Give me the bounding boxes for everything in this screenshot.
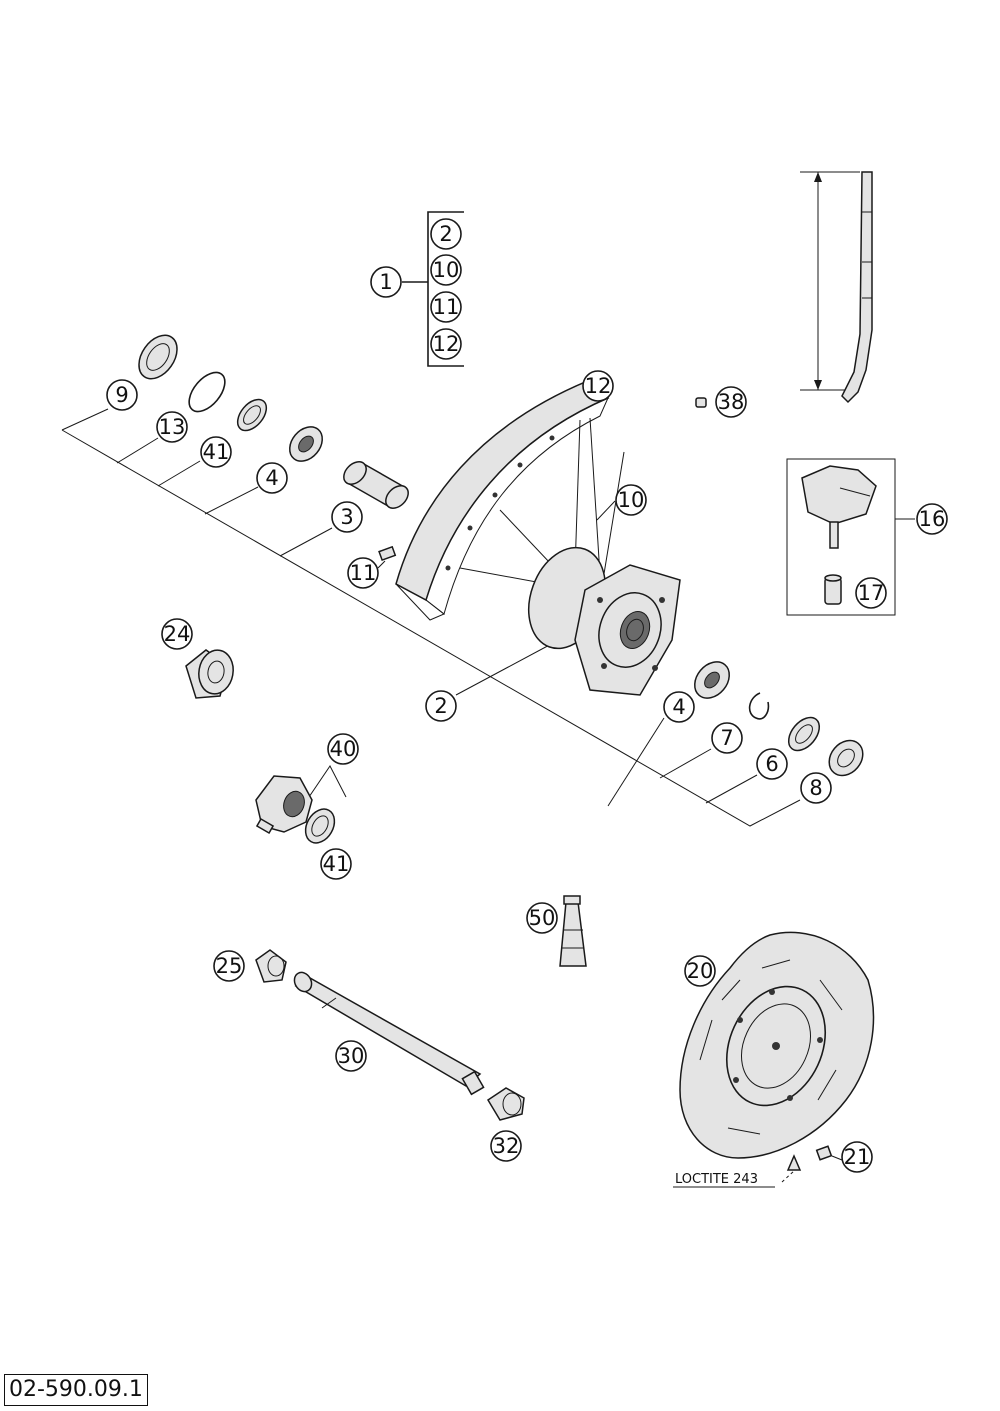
callout-10: 10: [615, 484, 647, 516]
document-number: 02-590.09.1: [4, 1374, 148, 1406]
svg-text:12: 12: [433, 332, 460, 356]
callout-40: 40: [327, 733, 359, 765]
callout-7: 7: [711, 722, 743, 754]
part-17-cap: [824, 574, 842, 605]
assembly-bracket: [402, 211, 464, 367]
svg-text:4: 4: [265, 466, 278, 490]
svg-text:3: 3: [340, 505, 353, 529]
part-4-bearing-lower: [694, 661, 730, 699]
callout-kit-12: 12: [430, 328, 462, 360]
callout-30: 30: [335, 1040, 367, 1072]
svg-text:1: 1: [379, 270, 392, 294]
part-3-spacer-sleeve: [343, 461, 409, 509]
loctite-note: LOCTITE 243: [675, 1172, 758, 1187]
part-2-hub: [528, 546, 681, 696]
svg-text:12: 12: [585, 374, 612, 398]
callout-4-upper: 4: [256, 462, 288, 494]
part-40-speedo-drive: [255, 775, 313, 834]
callout-41-upper: 41: [200, 436, 232, 468]
svg-text:9: 9: [115, 383, 128, 407]
callout-8: 8: [800, 772, 832, 804]
svg-text:16: 16: [919, 507, 946, 531]
callout-13: 13: [156, 411, 188, 443]
callout-16: 16: [916, 503, 948, 535]
part-9-seal: [138, 334, 178, 380]
svg-text:25: 25: [216, 954, 243, 978]
svg-text:8: 8: [809, 776, 822, 800]
callout-1: 1: [370, 266, 402, 298]
callout-38: 38: [715, 386, 747, 418]
part-25-axle-nut: [255, 949, 287, 983]
part-16-valve: [801, 465, 877, 549]
svg-text:30: 30: [338, 1044, 365, 1068]
svg-text:11: 11: [350, 561, 377, 585]
callout-2: 2: [425, 690, 457, 722]
svg-text:41: 41: [323, 852, 350, 876]
svg-text:11: 11: [433, 295, 460, 319]
callout-41-lower: 41: [320, 848, 352, 880]
callout-kit-10: 10: [430, 254, 462, 286]
part-24-spacer: [185, 649, 234, 699]
part-20-brake-disc: [679, 931, 875, 1159]
part-10-spokes: [459, 417, 625, 601]
callout-9: 9: [106, 379, 138, 411]
svg-text:13: 13: [159, 415, 186, 439]
part-30-axle: [293, 971, 485, 1096]
callout-kit-11: 11: [430, 291, 462, 323]
callout-6: 6: [756, 748, 788, 780]
part-11-nipple: [378, 545, 397, 562]
part-6-seal: [787, 716, 821, 752]
svg-text:17: 17: [858, 581, 885, 605]
svg-text:32: 32: [493, 1134, 520, 1158]
svg-text:41: 41: [203, 440, 230, 464]
svg-text:6: 6: [765, 752, 778, 776]
part-32-collar-nut: [486, 1087, 525, 1121]
svg-text:4: 4: [672, 695, 685, 719]
svg-text:2: 2: [439, 222, 452, 246]
svg-text:7: 7: [720, 726, 733, 750]
svg-text:50: 50: [529, 906, 556, 930]
callout-11: 11: [347, 557, 379, 589]
part-41-circlip: [236, 398, 268, 432]
part-38-nipple: [695, 397, 707, 408]
callout-21: 21: [841, 1141, 873, 1173]
part-8-spacer: [828, 739, 864, 777]
part-4-bearing-upper: [288, 426, 324, 462]
callout-20: 20: [684, 955, 716, 987]
callout-3: 3: [331, 501, 363, 533]
callout-kit-2: 2: [430, 218, 462, 250]
callout-12: 12: [582, 370, 614, 402]
svg-text:38: 38: [718, 390, 745, 414]
callout-24: 24: [161, 618, 193, 650]
part-21-disc-screw: [786, 1145, 843, 1171]
spoke-length-reference: [841, 171, 873, 404]
part-50-loctite-tube: [559, 895, 587, 967]
part-7-circlip: [748, 692, 770, 720]
part-41-circlip-lower: [304, 808, 336, 844]
callout-17: 17: [855, 577, 887, 609]
callout-32: 32: [490, 1130, 522, 1162]
svg-text:20: 20: [687, 959, 714, 983]
callout-25: 25: [213, 950, 245, 982]
callout-50: 50: [526, 902, 558, 934]
svg-text:21: 21: [844, 1145, 871, 1169]
part-13-ring: [188, 371, 226, 413]
svg-text:10: 10: [433, 258, 460, 282]
svg-text:10: 10: [618, 488, 645, 512]
svg-text:2: 2: [434, 694, 447, 718]
callout-4-lower: 4: [663, 691, 695, 723]
svg-text:24: 24: [164, 622, 191, 646]
svg-text:40: 40: [330, 737, 357, 761]
